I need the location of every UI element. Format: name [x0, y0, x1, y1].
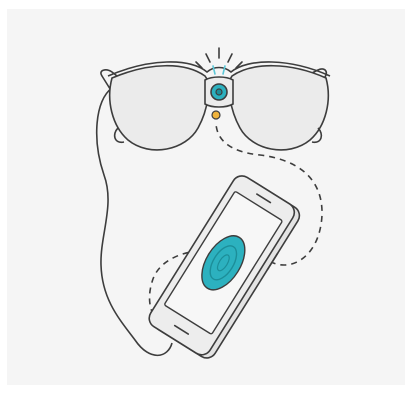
- camera-sensor-lens: [216, 89, 222, 95]
- left-lens: [110, 66, 209, 150]
- right-lens: [229, 66, 328, 150]
- smartphone-icon: [145, 172, 303, 362]
- signal-rays-icon: [196, 48, 242, 74]
- indicator-light-icon: [212, 111, 220, 119]
